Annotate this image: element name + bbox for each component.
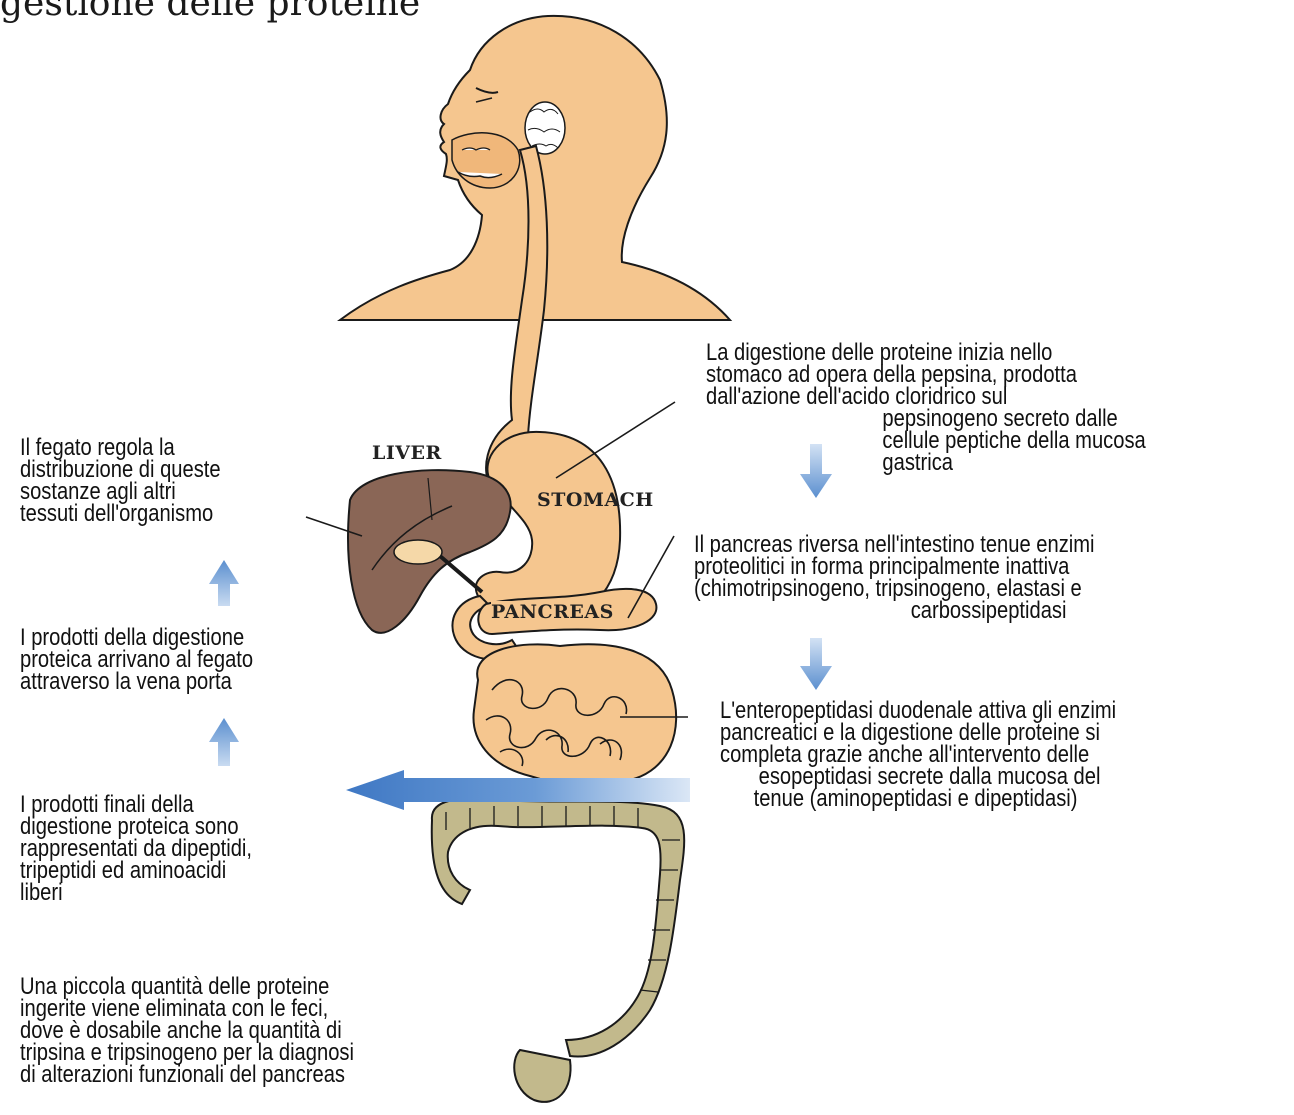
- products-note-line: liberi: [20, 882, 252, 904]
- small-intestine: [473, 644, 676, 786]
- salivary-gland: [525, 102, 565, 154]
- feces-note-line: di alterazioni funzionali del pancreas: [20, 1064, 354, 1086]
- stomach-label: STOMACH: [537, 489, 654, 511]
- stomach-note-line: gastrica: [706, 452, 1146, 474]
- intestine-note-line: tenue (aminopeptidasi e dipeptidasi): [720, 788, 1116, 810]
- page-title: gestione delle proteine: [0, 0, 420, 22]
- feces-note: Una piccola quantità delle proteine inge…: [20, 976, 354, 1086]
- down-arrow-to-intestine: [800, 638, 832, 690]
- products-note: I prodotti finali della digestione prote…: [20, 794, 252, 904]
- intestine-note: L'enteropeptidasi duodenale attiva gli e…: [720, 700, 1116, 810]
- pancreas-note: Il pancreas riversa nell'intestino tenue…: [694, 534, 1095, 622]
- pancreas-note-line: carbossipeptidasi: [694, 600, 1095, 622]
- large-intestine: [432, 799, 684, 1102]
- up-arrow-to-liver: [209, 560, 239, 606]
- up-arrow-to-portal: [209, 718, 239, 766]
- portal-note-line: attraverso la vena porta: [20, 671, 253, 693]
- portal-note: I prodotti della digestione proteica arr…: [20, 627, 253, 693]
- liver-label: LIVER: [372, 442, 442, 464]
- liver-note: Il fegato regola la distribuzione di que…: [20, 437, 221, 525]
- pancreas-label: PANCREAS: [491, 601, 614, 623]
- stomach-note: La digestione delle proteine inizia nell…: [706, 342, 1146, 474]
- liver-note-line: tessuti dell'organismo: [20, 503, 221, 525]
